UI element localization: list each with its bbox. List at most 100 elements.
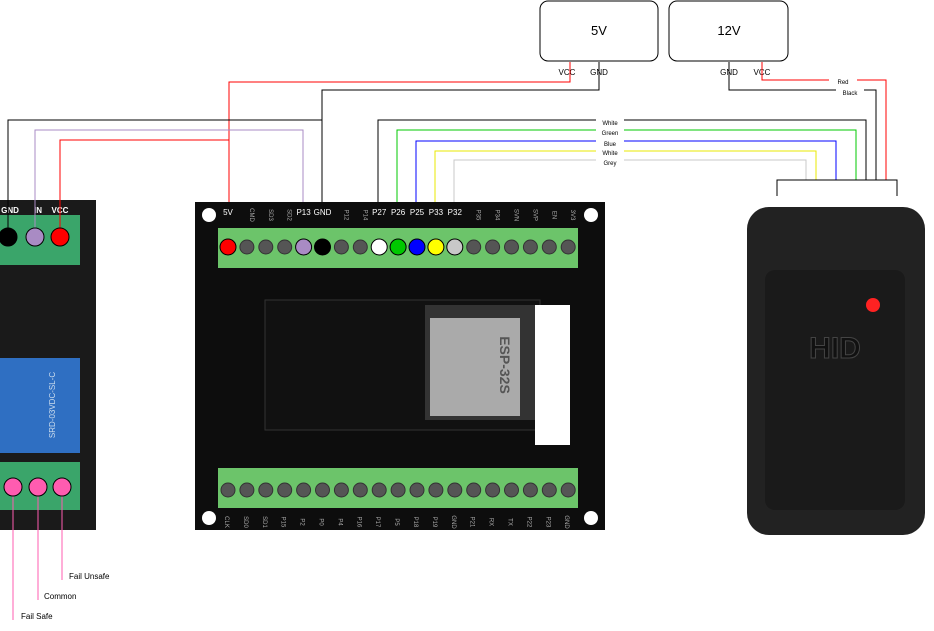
- pin-label-3v3: 3V3: [569, 210, 575, 221]
- wire-label-bg: [596, 159, 624, 167]
- wire-label-bg: [596, 119, 624, 127]
- pin-label-gnd: GND: [450, 515, 456, 529]
- pin-gnd-dot: [314, 238, 331, 256]
- terminal-screw: [220, 482, 236, 498]
- pin-label-p14: P14: [361, 210, 367, 221]
- wire-label-red: Red: [837, 80, 848, 86]
- vcc-label: VCC: [559, 68, 576, 77]
- esp32-breakout-board: ESP-32S: [195, 202, 605, 530]
- pin-label-p5: P5: [393, 518, 399, 526]
- pin-label-sd2: SD2: [286, 209, 292, 221]
- terminal-screw: [277, 482, 293, 498]
- pin-label-clk: CLK: [223, 516, 229, 528]
- wire-label-bg: [836, 89, 864, 97]
- pin-label-tx: TX: [507, 518, 513, 526]
- module-text: ESP-32S: [497, 336, 513, 394]
- pin-label-p0: P0: [318, 518, 324, 526]
- relay-gnd-label: GND: [1, 206, 19, 215]
- terminal-screw: [485, 482, 501, 498]
- wire-label-bg: [829, 78, 857, 86]
- wire-white-yellow: [434, 150, 817, 247]
- wire-label-black: Black: [843, 91, 859, 97]
- relay-module: SRD-03VDC-SL-C GND IN VCC: [0, 200, 96, 530]
- pin-label-p26: P26: [391, 208, 406, 217]
- wire-label-blue: Blue: [604, 142, 617, 148]
- pin-label-en: EN: [550, 211, 556, 219]
- pin-label-gnd: GND: [563, 515, 569, 529]
- common-label: Common: [44, 592, 76, 601]
- relay-input-pin: [25, 227, 45, 247]
- terminal-screw: [258, 482, 274, 498]
- pin-label-sd0: SD0: [242, 516, 248, 528]
- pin-label-p13: P13: [296, 208, 311, 217]
- wire-5v-vcc: [228, 62, 571, 247]
- terminal-screw: [504, 482, 519, 498]
- pin-label-p35: P35: [475, 210, 481, 221]
- hid-reader: HID: [747, 207, 925, 535]
- wire-relay-gnd: [7, 119, 322, 237]
- fail-safe-label: Fail Safe: [21, 612, 53, 621]
- hid-brand-logo: HID: [809, 332, 861, 365]
- terminal-screw: [560, 482, 576, 498]
- pin-label-gnd: GND: [314, 208, 332, 217]
- terminal-screw: [371, 482, 387, 498]
- pin-p32-dot: [446, 238, 464, 256]
- pin-label-p15: P15: [280, 517, 286, 528]
- terminal-screw: [258, 239, 274, 255]
- terminal-screw: [428, 482, 444, 498]
- terminal-screw: [522, 239, 538, 255]
- pin-label-p25: P25: [410, 208, 425, 217]
- wire-blue: [415, 140, 837, 247]
- relay-in-label: IN: [34, 206, 42, 215]
- power-12v-label: 12V: [717, 23, 740, 38]
- pin-label-rx: RX: [488, 518, 494, 526]
- terminal-screw: [447, 482, 463, 498]
- relay-input-pin: [0, 227, 18, 247]
- wire-relay-vcc: [59, 139, 229, 237]
- terminal-screw: [541, 239, 557, 255]
- terminal-screw: [296, 482, 312, 498]
- pin-p27-dot: [370, 238, 388, 256]
- pin-label-p23: P23: [544, 517, 550, 528]
- terminal-screw: [315, 482, 330, 498]
- terminal-screw: [485, 239, 501, 255]
- pin-p25-dot: [408, 238, 426, 256]
- terminal-screw: [560, 239, 576, 255]
- wire-gnd: [321, 62, 600, 247]
- wire-label-bg: [596, 129, 624, 137]
- wire-label-white1: White: [602, 121, 618, 127]
- terminal-screw: [466, 482, 482, 498]
- wire-label-bg: [596, 149, 624, 157]
- pin-label-p22: P22: [525, 517, 531, 528]
- wire-relay-in: [34, 129, 304, 247]
- pin-label-p19: P19: [431, 517, 437, 528]
- terminal-screw: [409, 482, 425, 498]
- terminal-screw: [390, 482, 406, 498]
- terminal-screw: [239, 482, 255, 498]
- pin-label-p2: P2: [299, 518, 305, 526]
- pin-label-svp: SVP: [531, 209, 537, 221]
- power-5v-label: 5V: [591, 23, 607, 38]
- pin-label-p4: P4: [336, 518, 342, 526]
- pin-label-p16: P16: [355, 517, 361, 528]
- terminal-screw: [239, 239, 255, 255]
- relay-text: SRD-03VDC-SL-C: [48, 372, 57, 438]
- terminal-screw: [522, 482, 538, 498]
- pin-label-p21: P21: [469, 517, 475, 528]
- pin-label-p18: P18: [412, 517, 418, 528]
- terminal-screw: [504, 239, 519, 255]
- wire-black: [728, 62, 877, 180]
- terminal-screw: [466, 239, 482, 255]
- terminal-screw: [333, 239, 349, 255]
- pin-5v-dot: [219, 238, 237, 256]
- terminal-screw: [352, 239, 368, 255]
- wire-label-green: Green: [602, 131, 619, 137]
- wire-label-white2: White: [602, 151, 618, 157]
- relay-output-pin: [28, 477, 48, 497]
- pin-label-p17: P17: [374, 517, 380, 528]
- relay-input-pin: [50, 227, 70, 247]
- pin-label-p27: P27: [372, 208, 387, 217]
- wire-label-grey: Grey: [603, 161, 616, 167]
